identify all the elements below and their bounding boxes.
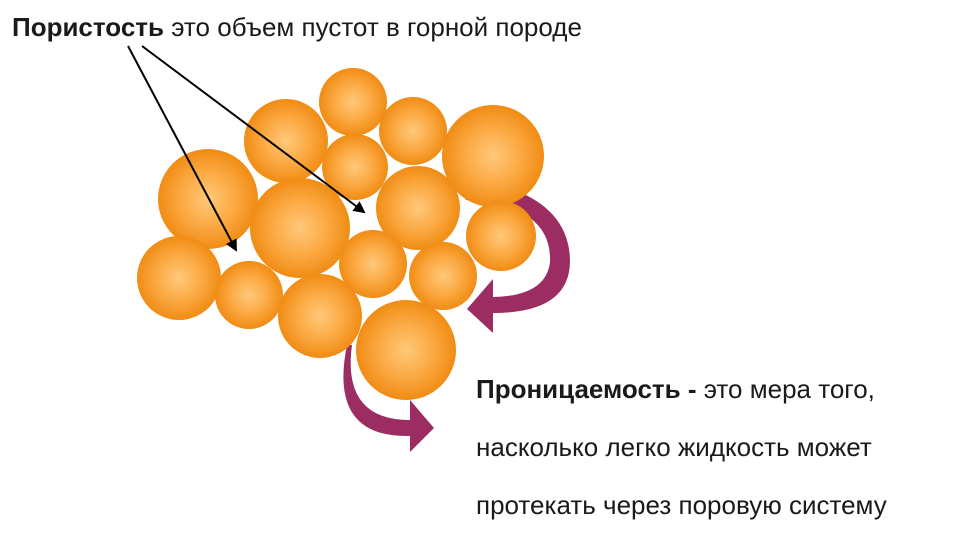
grain [356,300,456,400]
grain [466,201,536,271]
grain [442,105,544,207]
grain [319,68,387,136]
grain [409,242,477,310]
grain [278,274,362,358]
permeability-line-3: протекать через поровую систему [476,490,887,520]
porosity-term: Пористость [12,12,165,42]
pore-pointer-right [141,45,366,214]
porosity-definition: Пористость это объем пустот в горной пор… [12,10,582,44]
grain [244,99,328,183]
flow-arrow-right [466,178,570,333]
permeability-definition: Проницаемость - это мера того, насколько… [476,360,887,534]
pore-pointer-left [127,45,237,252]
flow-arrow-bottom [343,345,434,452]
grain [376,166,460,250]
permeability-term: Проницаемость - [476,374,697,404]
grain [215,261,283,329]
rock-grain-diagram [127,45,570,452]
grain [137,236,221,320]
porosity-text: это объем пустот в горной породе [164,12,582,42]
grain [339,230,407,298]
grain [250,178,350,278]
grain [379,97,447,165]
permeability-line-2: насколько легко жидкость может [476,432,872,462]
grains [137,68,544,400]
permeability-line-1: Проницаемость - это мера того, [476,374,875,404]
grain [322,134,388,200]
